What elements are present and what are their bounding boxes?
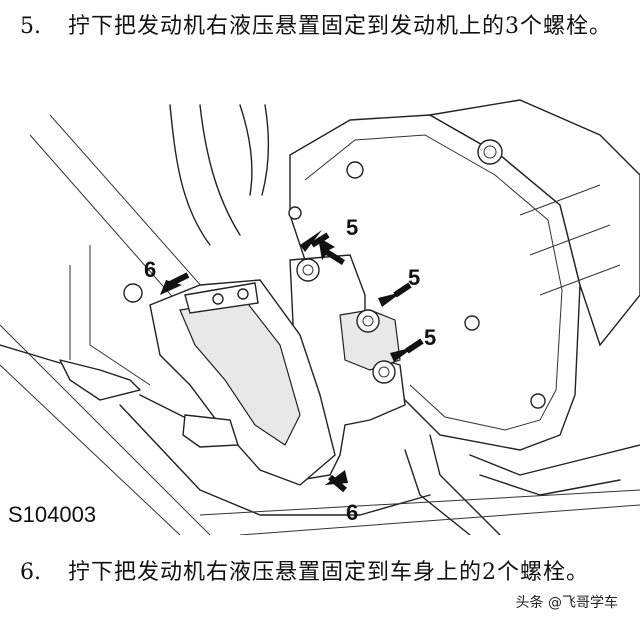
figure-id: S104003	[8, 502, 97, 527]
step-text: 拧下把发动机右液压悬置固定到车身上的2个螺栓。	[68, 560, 589, 585]
callout-label: 5	[424, 325, 436, 350]
watermark: 头条 @飞哥学车	[511, 590, 622, 614]
step-number: 5.	[20, 14, 41, 39]
step-number: 6.	[20, 560, 41, 585]
callout-label: 5	[346, 215, 358, 240]
engine-mount-diagram: 5 5 5 6 6	[0, 95, 640, 535]
callout-label: 6	[144, 257, 156, 282]
callout-label: 5	[408, 265, 420, 290]
callout-label: 6	[346, 500, 358, 525]
step-text: 拧下把发动机右液压悬置固定到发动机上的3个螺栓。	[68, 14, 612, 39]
